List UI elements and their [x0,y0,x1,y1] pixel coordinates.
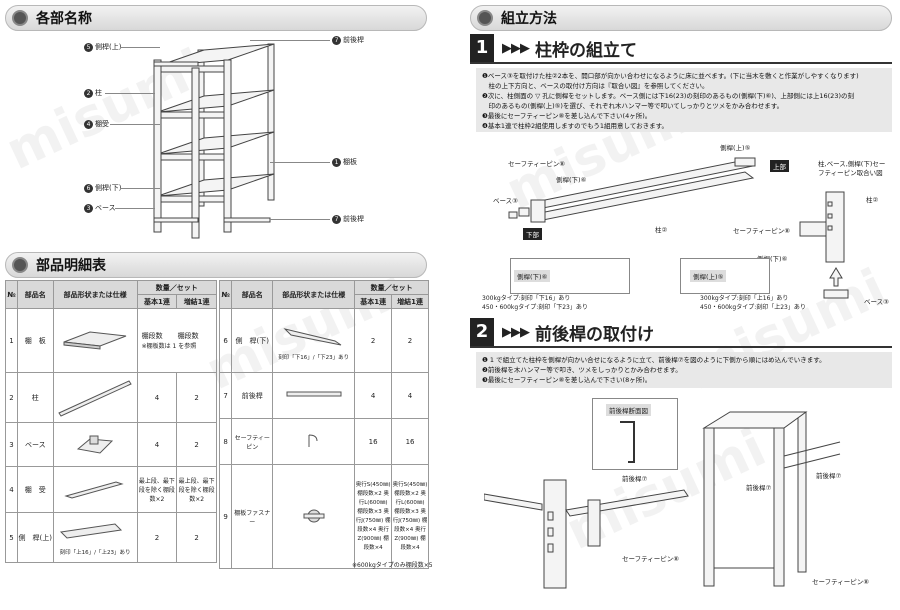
safety-pin-icon [308,434,318,447]
leader-line [115,208,155,209]
note-down-1: 300kgタイプ:刻印「下16」あり [482,295,571,302]
base-icon [76,435,114,454]
joint-label-sidedown: 側桿(下)⑥ [757,255,788,263]
bullet-icon [12,10,28,26]
frontback-bar-icon [286,391,342,396]
pillar-icon [58,379,132,417]
lower-badge: 下部 [523,228,542,240]
arrows-icon: ▶▶▶ [502,324,530,340]
step-title: 前後桿の取付け [535,324,654,345]
leader-line [270,162,330,163]
note-up-1: 300kgタイプ:刻印「上16」あり [700,295,789,302]
section-title: 各部名称 [36,11,92,27]
step-title: 柱枠の組立て [535,40,637,61]
table-footnote: ※600kgタイプのみ棚段数×5 [352,562,433,569]
frame-assembly-diagram [508,157,756,223]
label-side-bar-up: 側桿(上)⑤ [720,144,751,152]
section-header-assembly: 組立方法 [470,5,892,31]
bullet-icon [477,10,493,26]
label-pillar: 柱② [655,226,668,234]
label-safety-pin: セーフティーピン⑧ [508,160,566,168]
shelf-board-icon [63,330,127,350]
frontback-install-diagram [484,479,689,589]
note-down-2: 450・600kgタイプ:刻印「下23」あり [482,304,588,311]
label-base: ベース③ [493,197,519,205]
leader-line [110,124,160,125]
shelf-illustration [153,43,275,239]
leader-line [105,93,155,94]
sidedown-detail-box [510,258,630,294]
fastener-icon [303,509,325,522]
label-frontback-2: 前後桿⑦ [746,484,772,492]
sideup-box-title: 側桿(上)⑤ [690,270,727,282]
section-header-names: 各部名称 [5,5,427,31]
leader-line [120,47,160,48]
label-frontback-1: 前後桿⑦ [622,475,648,483]
step2-instructions: ❶ 1 で組立てた柱枠を側桿が向かい合せになるように立て、前後桿⑦を図のように下… [476,352,892,388]
step2-header: 2 ▶▶▶ 前後桿の取付け [470,318,892,348]
section-title: 部品明細表 [36,258,106,274]
label-frontback-3: 前後桿⑦ [816,472,842,480]
step-number: 2 [470,318,494,346]
step1-instructions: ❶ベース③を取付けた柱②2本を、開口部が向かい合わせになるように床に並べます。(… [476,68,892,132]
step1-header: 1 ▶▶▶ 柱枠の組立て [470,34,892,64]
sidedown-box-title: 側桿(下)⑥ [514,270,551,282]
leader-line [270,219,330,220]
note-up-2: 450・600kgタイプ:刻印「上23」あり [700,304,806,311]
receiver-icon [64,480,124,499]
cross-section-title: 前後桿断面図 [606,404,651,416]
joint-label-base: ベース③ [864,298,890,306]
joint-label-pin: セーフティーピン⑧ [733,227,791,235]
arrows-icon: ▶▶▶ [502,40,530,56]
side-bar-icon [60,522,123,539]
step-number: 1 [470,34,494,62]
label-pin-1: セーフティーピン⑧ [622,555,680,563]
label-side-bar-down: 側桿(下)⑥ [556,176,587,184]
joint-label-pillar: 柱② [866,196,879,204]
joint-diagram-title: 柱,ベース,側桿(下)セーフティーピン取合い図 [818,160,886,177]
section-title: 組立方法 [501,11,557,27]
leader-line [120,188,160,189]
cross-section-drawing [620,421,635,463]
bullet-icon [12,257,28,273]
leader-line [250,40,330,41]
side-bar-icon [283,327,341,345]
upper-badge: 上部 [770,160,789,172]
section-header-parts: 部品明細表 [5,252,427,278]
joint-diagram [799,191,849,299]
label-pin-2: セーフティーピン⑧ [812,578,870,586]
frame-overview-diagram [702,411,841,587]
